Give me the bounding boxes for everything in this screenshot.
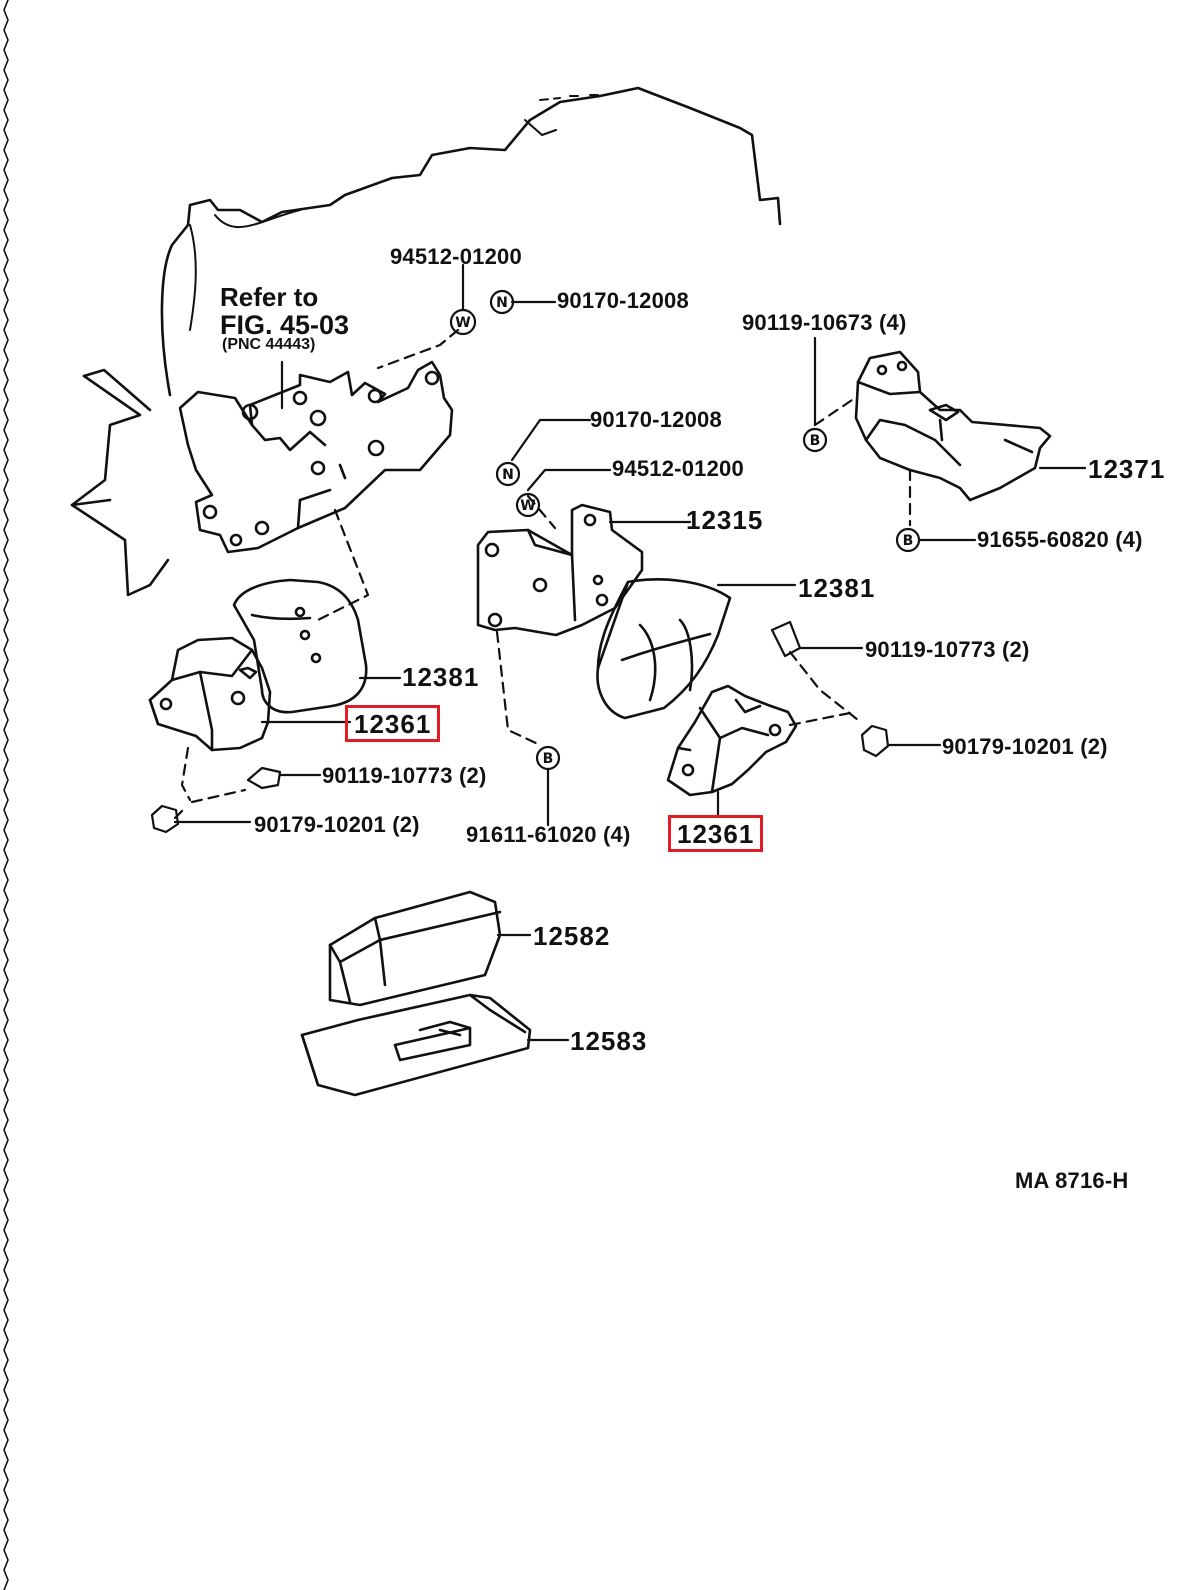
label-91611: 91611-61020 (4): [466, 822, 631, 847]
refer-line-1: Refer to: [220, 282, 319, 312]
symbol-letters: W N B N W B B: [455, 295, 913, 767]
label-90170-mid: 90170-12008: [590, 407, 722, 432]
label-12381-right: 12381: [798, 573, 876, 603]
bolt-symbol: B: [543, 751, 554, 767]
nut-symbol: N: [496, 295, 508, 311]
left-mount-assembly: [148, 578, 368, 752]
label-91655: 91655-60820 (4): [977, 527, 1143, 552]
label-12371: 12371: [1088, 454, 1166, 484]
washer-symbol: W: [455, 315, 470, 331]
page-border: [3, 0, 9, 1590]
label-12381-left: 12381: [402, 662, 480, 692]
hardware-symbols: [150, 289, 921, 834]
label-94512-top: 94512-01200: [390, 244, 522, 269]
front-bracket-plate: [178, 360, 454, 554]
bolt-symbol: B: [903, 533, 914, 549]
dashed-lines: [173, 328, 912, 820]
label-90119-10773-right: 90119-10773 (2): [865, 637, 1030, 662]
label-12583: 12583: [570, 1026, 648, 1056]
washer-symbol: W: [520, 498, 535, 514]
label-90119-10773-left: 90119-10773 (2): [322, 763, 487, 788]
label-94512-mid: 94512-01200: [612, 456, 744, 481]
label-90179-left: 90179-10201 (2): [254, 812, 420, 837]
label-12582: 12582: [533, 921, 611, 951]
refer-line-3: (PNC 44443): [222, 336, 316, 353]
label-90119-10673: 90119-10673 (4): [742, 310, 907, 335]
bracket-12315: [476, 503, 644, 637]
part-12583: [300, 993, 532, 1097]
leader-lines: [173, 263, 1087, 1042]
refer-line-2: FIG. 45-03: [220, 310, 350, 340]
heat-shield-12381-right: [596, 578, 732, 720]
diagram-code: MA 8716-H: [1015, 1168, 1129, 1193]
cooling-fan: [70, 368, 170, 597]
nut-symbol: N: [502, 467, 514, 483]
label-90179-right: 90179-10201 (2): [942, 734, 1108, 759]
label-12361-left-highlighted: 12361: [345, 705, 441, 742]
label-12361-right-highlighted: 12361: [668, 815, 764, 852]
label-90170-top: 90170-12008: [557, 288, 689, 313]
label-12315: 12315: [686, 505, 764, 535]
insulator-12361-right: [666, 684, 798, 797]
part-12582: [328, 890, 502, 1007]
engine-outline: [160, 86, 782, 397]
bolt-symbol: B: [810, 433, 821, 449]
rear-mount-12371: [854, 350, 1052, 502]
